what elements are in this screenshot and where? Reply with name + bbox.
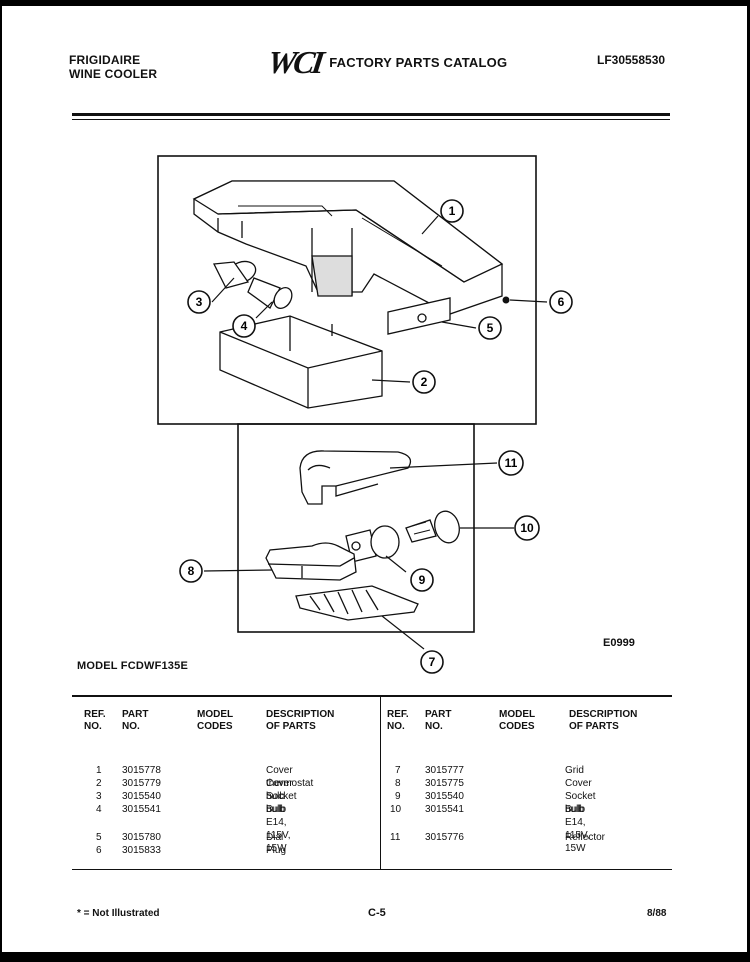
header-model: MODEL CODES	[499, 709, 536, 732]
part-desc: Bulb E14, 115V, 15W	[266, 804, 291, 854]
product-name: WINE COOLER	[69, 67, 158, 81]
callout-4: 4	[232, 314, 256, 338]
header-desc: DESCRIPTION OF PARTS	[569, 709, 638, 732]
svg-text:2: 2	[421, 375, 428, 389]
part-no: 3015541	[425, 804, 464, 815]
model-label: MODEL FCDWF135E	[77, 660, 188, 672]
catalog-page: FRIGIDAIRE WINE COOLER WCI FACTORY PARTS…	[2, 6, 747, 952]
part-no: 3015780	[122, 832, 161, 843]
ref-no: 3	[96, 791, 102, 802]
part-no: 3015833	[122, 845, 161, 856]
ref-no: 1	[96, 765, 102, 776]
part-cover	[265, 542, 357, 581]
part-desc: Plug	[266, 845, 287, 856]
exploded-parts-diagram: 1 2 3 4 5 6 7 8 9 10 11	[157, 155, 573, 674]
ref-no: 4	[96, 804, 102, 815]
callout-7: 7	[420, 650, 444, 674]
part-no: 3015540	[122, 791, 161, 802]
header-part: PART NO.	[425, 709, 452, 732]
ref-no: 6	[96, 845, 102, 856]
catalog-title: FACTORY PARTS CATALOG	[329, 55, 508, 70]
svg-text:7: 7	[429, 655, 436, 669]
page-number: C-5	[368, 907, 386, 919]
ref-no: 2	[96, 778, 102, 789]
part-cover-bulb	[219, 315, 383, 409]
header-rule-thin	[72, 119, 670, 120]
header-part: PART NO.	[122, 709, 149, 732]
svg-text:10: 10	[520, 521, 534, 535]
part-desc: Socket bulb	[266, 791, 297, 815]
part-desc: Cover thermostat	[266, 765, 314, 789]
header-ref: REF. NO.	[387, 709, 409, 732]
footnote: * = Not Illustrated	[77, 908, 160, 919]
callout-10: 10	[514, 515, 540, 541]
header-rule	[72, 113, 670, 116]
leader-lines	[203, 215, 548, 650]
ref-no: 5	[96, 832, 102, 843]
part-desc: Reflector	[565, 832, 606, 843]
svg-text:4: 4	[241, 319, 248, 333]
callout-3: 3	[187, 290, 211, 314]
part-desc: Socket bulb	[565, 791, 596, 815]
part-no: 3015541	[122, 804, 161, 815]
part-no: 3015540	[425, 791, 464, 802]
ref-no: 10	[390, 804, 402, 815]
brand-name: FRIGIDAIRE	[69, 53, 141, 67]
part-grid	[295, 585, 419, 621]
svg-text:9: 9	[419, 573, 426, 587]
part-desc: Bulb E14, 115V, 15W	[565, 804, 590, 854]
ref-no: 8	[395, 778, 401, 789]
part-plug	[502, 296, 510, 304]
part-bulb	[247, 277, 293, 309]
part-desc: Dial	[266, 832, 284, 843]
callout-1: 1	[440, 199, 464, 223]
callout-8: 8	[179, 559, 203, 583]
brand-block: FRIGIDAIRE WINE COOLER	[69, 53, 157, 81]
ref-no: 9	[395, 791, 401, 802]
catalog-title-block: WCI FACTORY PARTS CATALOG	[266, 44, 508, 81]
ref-no: 7	[395, 765, 401, 776]
ref-no: 11	[390, 832, 401, 843]
part-bulb-lower	[405, 510, 460, 544]
part-no: 3015776	[425, 832, 464, 843]
callout-2: 2	[412, 370, 436, 394]
svg-text:1: 1	[449, 204, 456, 218]
svg-text:5: 5	[487, 321, 494, 335]
callout-9: 9	[410, 568, 434, 592]
header-desc: DESCRIPTION OF PARTS	[266, 709, 335, 732]
callout-5: 5	[478, 316, 502, 340]
part-reflector	[299, 450, 412, 505]
callout-11: 11	[498, 450, 524, 476]
table-rule-top	[72, 695, 672, 697]
part-desc: Cover bulb	[266, 778, 293, 802]
part-no: 3015778	[122, 765, 161, 776]
callout-6: 6	[549, 290, 573, 314]
table-divider	[380, 697, 381, 869]
table-rule-bottom	[72, 869, 672, 870]
revision-date: 8/88	[647, 908, 667, 919]
header-model: MODEL CODES	[197, 709, 234, 732]
part-desc: Grid	[565, 765, 584, 776]
part-desc: Cover	[565, 778, 592, 789]
part-no: 3015775	[425, 778, 464, 789]
part-no: 3015777	[425, 765, 464, 776]
svg-text:8: 8	[188, 564, 195, 578]
header-ref: REF. NO.	[84, 709, 106, 732]
svg-text:6: 6	[558, 295, 565, 309]
svg-text:3: 3	[196, 295, 203, 309]
catalog-code: LF30558530	[597, 53, 666, 67]
part-cover-thermostat	[192, 180, 504, 315]
figure-code: E0999	[603, 637, 635, 649]
part-dial	[387, 297, 451, 335]
part-no: 3015779	[122, 778, 161, 789]
svg-text:11: 11	[505, 456, 518, 470]
part-socket-bulb	[212, 260, 257, 289]
